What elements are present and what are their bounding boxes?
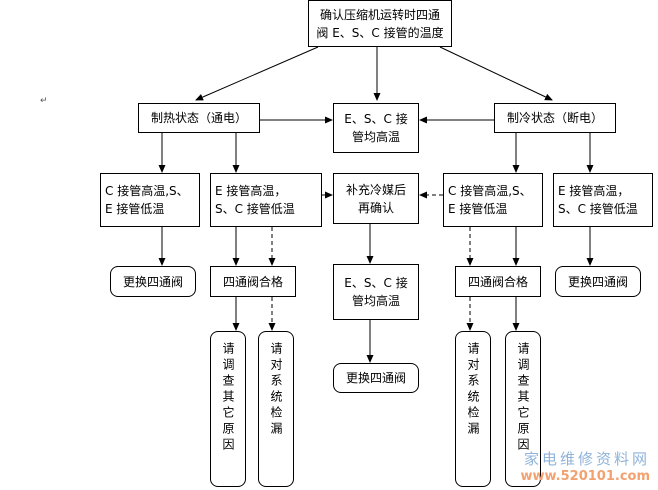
watermark-title: 家电维修资料网 — [523, 450, 650, 468]
node-heating-c-high: C 接管高温,S、 E 接管低温 — [100, 173, 200, 227]
node-all-high-lower: E、S、C 接 管均高温 — [333, 264, 419, 320]
node-all-high-middle-label: E、S、C 接 管均高温 — [344, 112, 408, 144]
node-cooling-leak-check-label: 请对系统检漏 — [466, 342, 480, 438]
node-confirm-temperature: 确认压缩机运转时四通 阀 E、S、C 接管的温度 — [308, 0, 452, 47]
node-middle-replace-valve-label: 更换四通阀 — [345, 371, 406, 385]
node-heating-check-other-label: 请调查其它原因 — [221, 342, 235, 454]
node-all-high-lower-label: E、S、C 接 管均高温 — [344, 276, 408, 308]
node-cooling-leak-check: 请对系统检漏 — [455, 331, 491, 487]
node-cooling-c-high-label: C 接管高温,S、 E 接管低温 — [448, 184, 532, 216]
watermark: 家电维修资料网 www.520101.com — [520, 448, 650, 484]
node-heating-leak-check-label: 请对系统检漏 — [269, 342, 283, 438]
node-cooling-c-high: C 接管高温,S、 E 接管低温 — [443, 173, 543, 227]
node-cooling-check-other: 请调查其它原因 — [505, 331, 541, 487]
arrow-top-to-cooling — [439, 46, 553, 101]
node-recharge: 补充冷媒后 再确认 — [333, 173, 419, 224]
node-cooling-e-high-label: E 接管高温， S、C 接管低温 — [558, 184, 638, 216]
node-all-high-middle: E、S、C 接 管均高温 — [333, 103, 419, 153]
node-recharge-label: 补充冷媒后 再确认 — [345, 182, 406, 215]
node-cooling-e-high: E 接管高温， S、C 接管低温 — [553, 173, 653, 227]
node-cooling-valve-ok: 四通阀合格 — [455, 266, 541, 297]
paragraph-mark-icon: ↵ — [40, 96, 48, 106]
node-heating-state-label: 制热状态（通电） — [150, 111, 247, 125]
node-heating-replace-valve-label: 更换四通阀 — [122, 274, 183, 289]
node-heating-c-high-label: C 接管高温,S、 E 接管低温 — [105, 184, 189, 216]
node-cooling-state: 制冷状态（断电） — [494, 103, 616, 133]
node-heating-leak-check: 请对系统检漏 — [258, 331, 294, 487]
node-heating-valve-ok-label: 四通阀合格 — [222, 274, 283, 289]
node-heating-state: 制热状态（通电） — [138, 103, 260, 133]
node-cooling-check-other-label: 请调查其它原因 — [516, 342, 530, 454]
node-cooling-state-label: 制冷状态（断电） — [506, 111, 603, 125]
watermark-url: www.520101.com — [520, 469, 650, 484]
node-heating-valve-ok: 四通阀合格 — [210, 266, 296, 297]
node-confirm-temperature-label: 确认压缩机运转时四通 阀 E、S、C 接管的温度 — [316, 7, 444, 40]
node-middle-replace-valve: 更换四通阀 — [333, 363, 419, 393]
node-heating-check-other: 请调查其它原因 — [210, 331, 246, 487]
node-cooling-replace-valve: 更换四通阀 — [555, 266, 641, 297]
node-heating-replace-valve: 更换四通阀 — [110, 266, 196, 297]
node-cooling-replace-valve-label: 更换四通阀 — [567, 274, 628, 289]
arrow-top-to-heating — [195, 46, 319, 101]
node-heating-e-high-label: E 接管高温， S、C 接管低温 — [215, 184, 295, 216]
node-heating-e-high: E 接管高温， S、C 接管低温 — [210, 173, 322, 227]
node-cooling-valve-ok-label: 四通阀合格 — [467, 274, 528, 289]
